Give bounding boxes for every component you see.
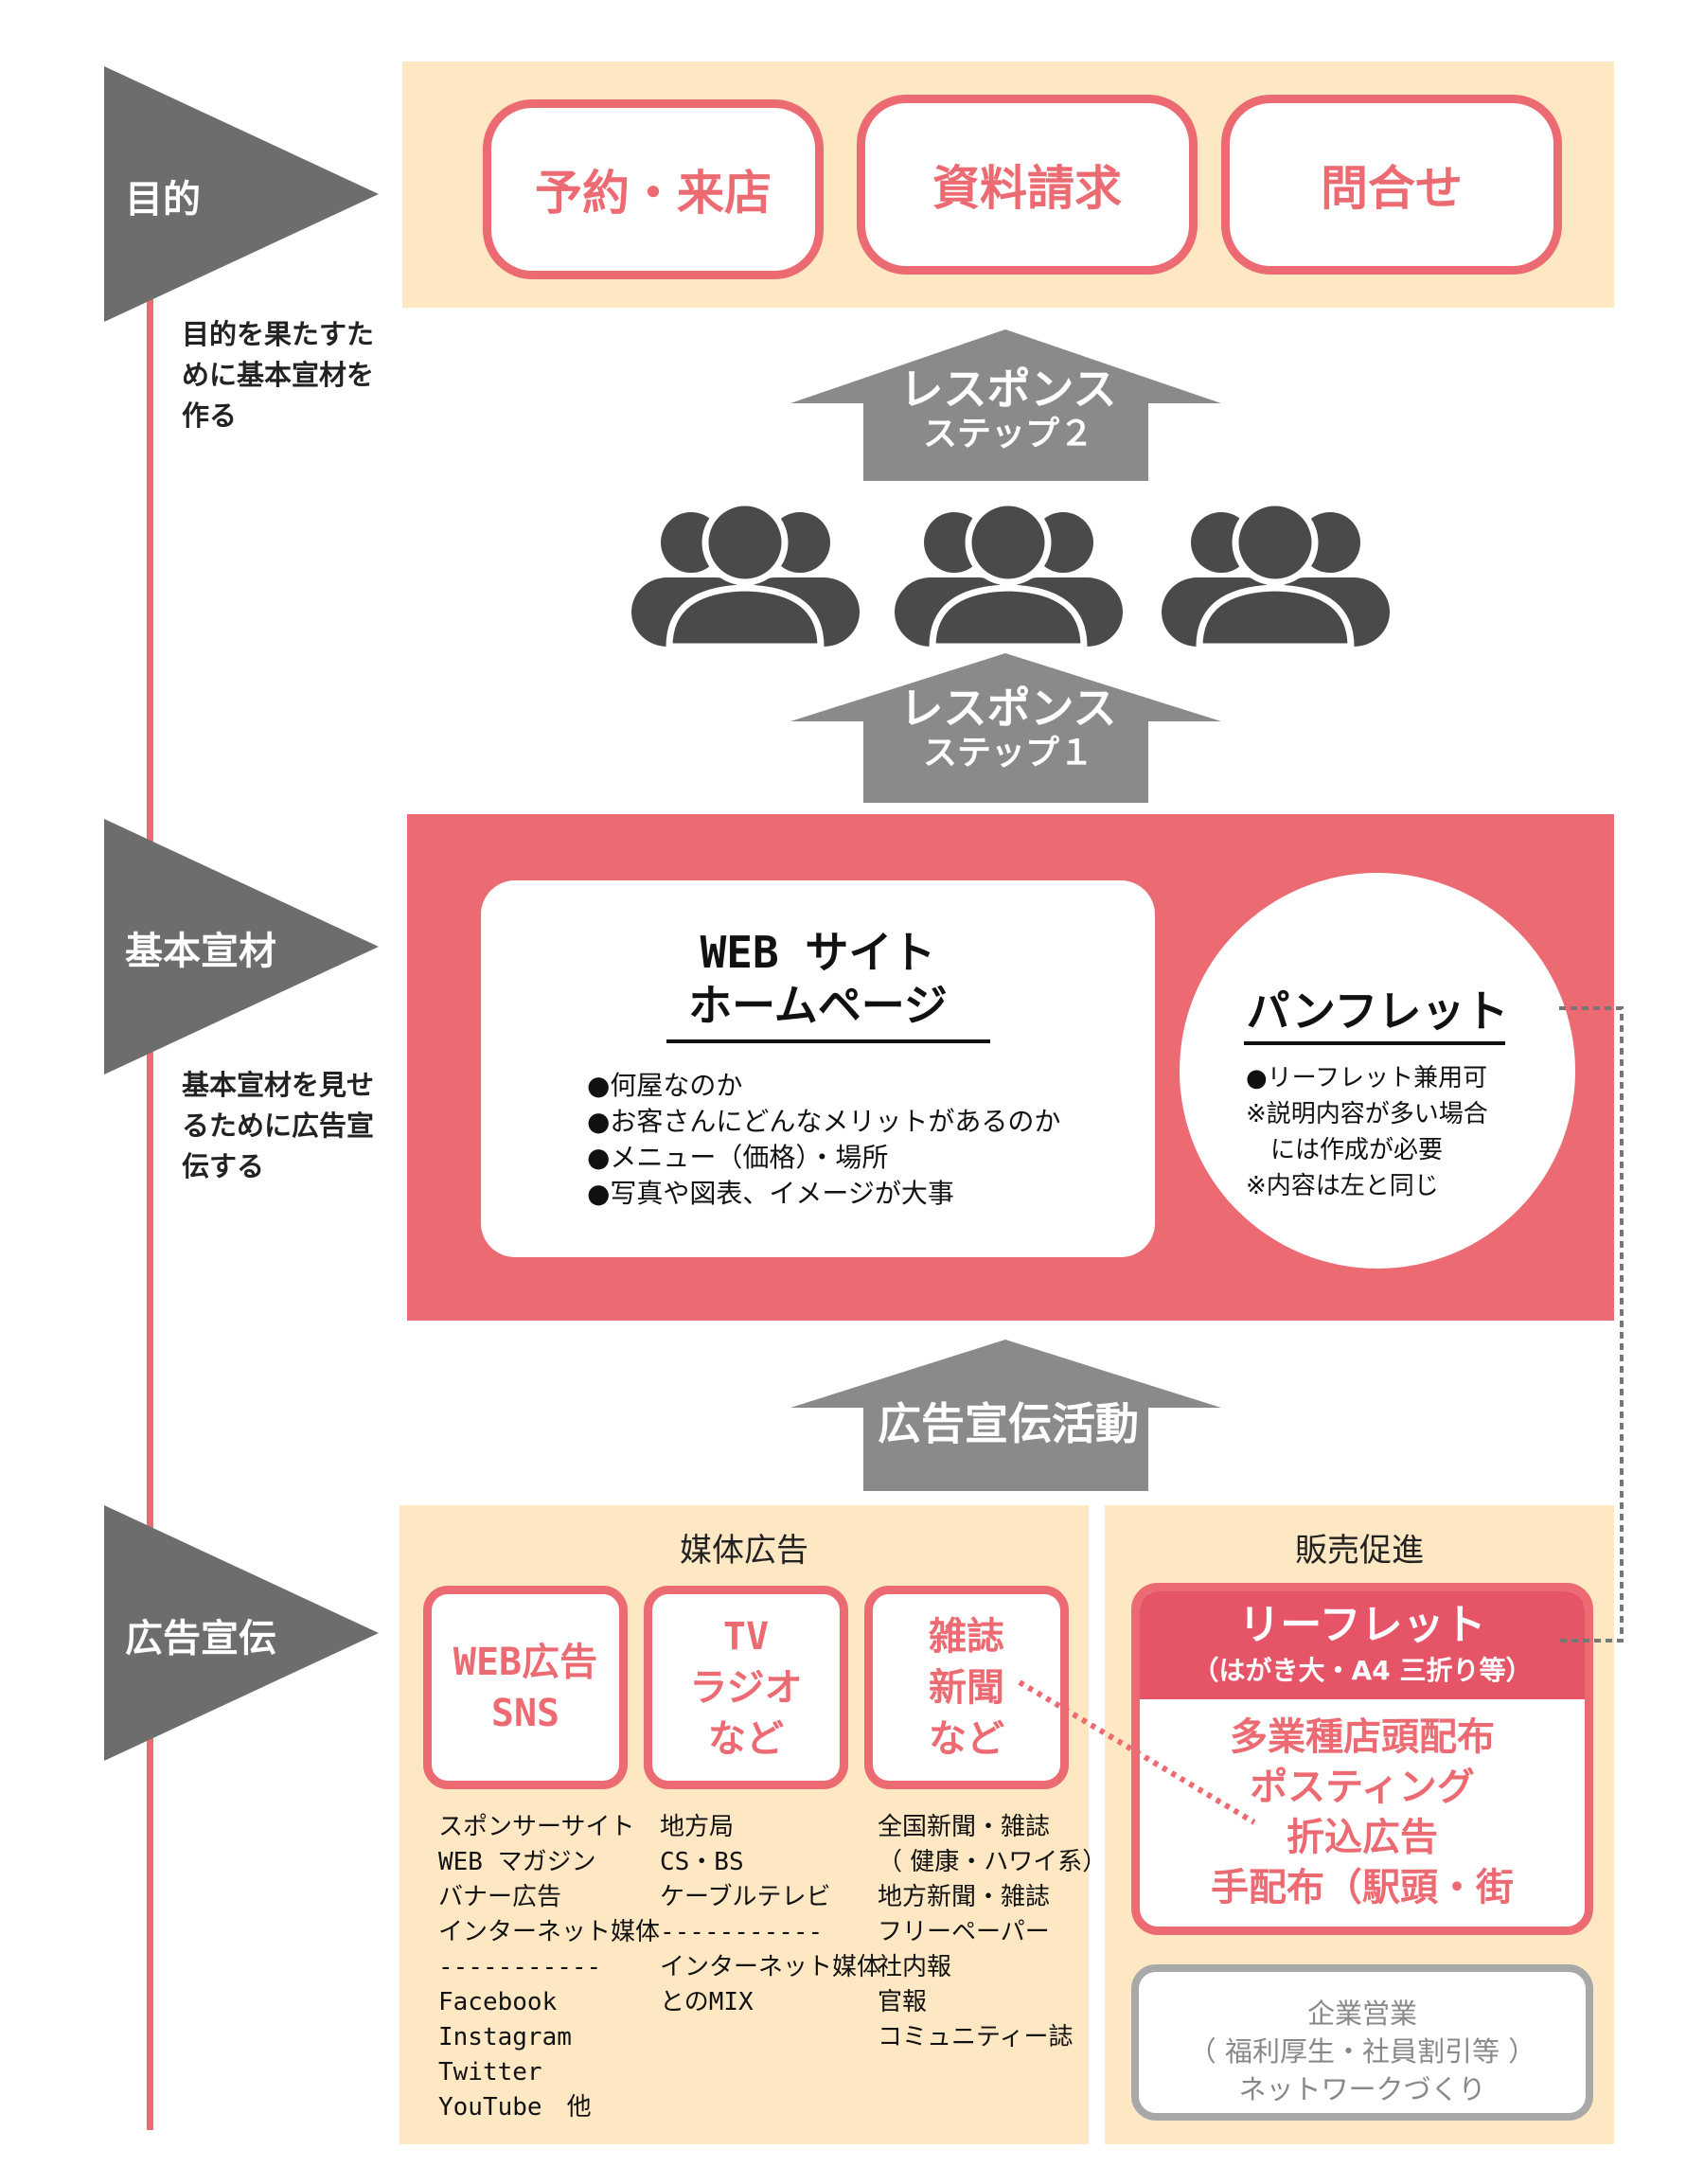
arrow-ad-activity <box>790 1340 1221 1491</box>
pamphlet-circle: パンフレット ●リーフレット兼用可 ※説明内容が多い場合 には作成が必要 ※内容… <box>1180 873 1575 1269</box>
people-group-icon <box>895 499 1123 647</box>
arrow-response-step2 <box>790 329 1221 481</box>
flag-label-advertising: 広告宣伝 <box>125 1617 276 1660</box>
pamphlet-title-underline <box>1244 1041 1505 1045</box>
corporate-sales-box: 企業営業 （ 福利厚生・社員割引等 ） ネットワークづくり <box>1131 1964 1593 2121</box>
arrow-step2-label: レスポンス ステップ２ <box>899 364 1117 453</box>
website-title: WEB サイト ホームページ <box>688 927 948 1031</box>
arrow-response-step1 <box>790 653 1221 803</box>
connector-print-to-flyer <box>1018 1680 1256 1825</box>
media-box-web-sns: WEB広告 SNS <box>423 1586 628 1789</box>
leaflet-box: リーフレット （はがき大・A4 三折り等） 多業種店頭配布 ポスティング 折込広… <box>1131 1583 1593 1935</box>
leaflet-subtitle: （はがき大・A4 三折り等） <box>1192 1655 1533 1686</box>
timeline-line <box>147 189 153 2130</box>
sales-promotion-heading: 販売促進 <box>1295 1532 1424 1570</box>
pamphlet-points: ●リーフレット兼用可 ※説明内容が多い場合 には作成が必要 ※内容は左と同じ <box>1246 1064 1488 1200</box>
leaflet-header: リーフレット （はがき大・A4 三折り等） <box>1140 1591 1585 1699</box>
connector-pamphlet-leaflet <box>1559 1006 1624 1642</box>
flag-label-basic-material: 基本宣材 <box>125 930 276 973</box>
leaflet-items: 多業種店頭配布 ポスティング 折込広告 手配布（駅頭・街 <box>1211 1715 1514 1909</box>
goal-document-request: 資料請求 <box>857 95 1198 275</box>
flag-purpose <box>104 66 379 322</box>
people-group-icon <box>631 499 860 647</box>
media-box-magazine-newspaper: 雑誌 新聞 など <box>864 1586 1069 1789</box>
media-box-tv-radio: TV ラジオ など <box>644 1586 848 1789</box>
flag-label-purpose: 目的 <box>125 178 201 222</box>
website-card: WEB サイト ホームページ ●何屋なのか ●お客さんにどんなメリットがあるのか… <box>481 880 1155 1257</box>
media-list-print: 全国新聞・雑誌 （ 健康・ハワイ系） 地方新聞・雑誌 フリーペーパー 社内報 官… <box>878 1813 1108 2051</box>
arrow-ad-activity-label: 広告宣伝活動 <box>878 1398 1139 1449</box>
website-title-underline <box>666 1039 990 1043</box>
goal-inquiry: 問合せ <box>1221 95 1562 275</box>
media-list-web: スポンサーサイト WEB マガジン バナー広告 インターネット媒体 ------… <box>438 1813 661 2122</box>
flag-basic-material <box>104 819 379 1074</box>
arrow-step1-label: レスポンス ステップ１ <box>899 683 1117 772</box>
flag-advertising <box>104 1505 379 1761</box>
pamphlet-title: パンフレット <box>1246 985 1509 1037</box>
basic-material-description: 基本宣材を見せ るために広告宣 伝する <box>182 1069 375 1182</box>
purpose-description: 目的を果たすた めに基本宣材を 作る <box>182 318 375 432</box>
media-ads-heading: 媒体広告 <box>680 1532 808 1570</box>
media-list-tv: 地方局 CS・BS ケーブルテレビ ----------- インターネット媒体 … <box>660 1813 882 2016</box>
website-points: ●何屋なのか ●お客さんにどんなメリットがあるのか ●メニュー（価格）・場所 ●… <box>587 1070 1061 1209</box>
people-group-icon <box>1162 499 1390 647</box>
leaflet-title: リーフレット <box>1238 1601 1486 1649</box>
goal-reservation: 予約・来店 <box>483 99 824 279</box>
